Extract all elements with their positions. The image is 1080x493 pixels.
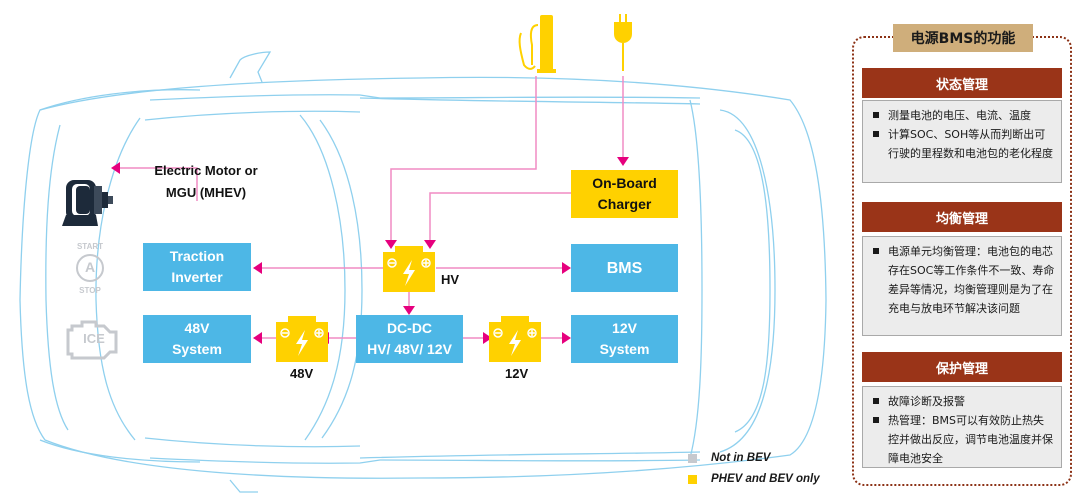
- start-label: START: [76, 242, 104, 251]
- electric-motor-label: Electric Motor or MGU (MHEV): [136, 160, 276, 204]
- section-body-protection: 故障诊断及报警 热管理：BMS可以有效防止热失控并做出反应，调节电池温度并保障电…: [862, 386, 1062, 468]
- node-line: Charger: [597, 196, 652, 212]
- bms-node[interactable]: BMS: [571, 244, 678, 292]
- onboard-charger-node[interactable]: On-Board Charger: [571, 170, 678, 218]
- section-body-balance: 电源单元均衡管理：电池包的电芯存在SOC等工作条件不一致、寿命差异等情况，均衡管…: [862, 236, 1062, 336]
- battery-12v-label: 12V: [505, 366, 529, 381]
- node-line: System: [172, 341, 222, 357]
- electric-motor-icon: [62, 180, 113, 226]
- traction-inverter-node[interactable]: Traction Inverter: [143, 243, 251, 291]
- panel-title: 电源BMS的功能: [893, 24, 1033, 52]
- engine-icon: [66, 320, 118, 360]
- section-heading-balance: 均衡管理: [862, 202, 1062, 232]
- node-line: Inverter: [171, 269, 223, 285]
- car-diagram: [19, 14, 827, 493]
- arrow-to-hv-right: [424, 240, 436, 249]
- list-item: 热管理：BMS可以有效防止热失控并做出反应，调节电池温度并保障电池安全: [871, 411, 1055, 468]
- section-heading-status: 状态管理: [862, 68, 1062, 98]
- start-stop-letter: A: [84, 259, 96, 275]
- list-item: 计算SOC、SOH等从而判断出可行驶的里程数和电池包的老化程度: [871, 125, 1055, 163]
- node-line: System: [599, 341, 650, 357]
- battery-hv-label: HV: [441, 272, 460, 287]
- power-plug-icon: [614, 14, 632, 71]
- battery-48v-icon: [276, 316, 328, 362]
- battery-hv-icon: [383, 246, 435, 292]
- arrow-to-motor: [111, 162, 120, 174]
- motor-label-line1: Electric Motor or: [154, 163, 258, 178]
- ice-label: ICE: [83, 331, 105, 346]
- arrow-to-bms: [562, 262, 571, 274]
- node-line: BMS: [606, 259, 643, 277]
- start-stop-circle: [76, 254, 104, 282]
- node-line: HV/ 48V/ 12V: [367, 341, 452, 357]
- arrow-to-48v-system: [253, 332, 262, 344]
- legend-item-phev-bev: PHEV and BEV only: [688, 473, 820, 485]
- legend-label: PHEV and BEV only: [711, 473, 820, 485]
- connector-lines: [120, 76, 624, 339]
- list-item: 电源单元均衡管理：电池包的电芯存在SOC等工作条件不一致、寿命差异等情况，均衡管…: [871, 242, 1055, 318]
- node-line: 48V: [184, 320, 210, 336]
- legend-swatch-gray: [688, 453, 697, 463]
- arrow-to-hv-left: [385, 240, 397, 249]
- legend-swatch-yellow: [688, 474, 697, 484]
- stop-label: STOP: [79, 286, 101, 295]
- legend-label: Not in BEV: [711, 452, 771, 464]
- arrow-to-dcdc: [403, 306, 415, 315]
- arrow-to-inverter: [253, 262, 262, 274]
- battery-48v-label: 48V: [290, 366, 314, 381]
- section-body-status: 测量电池的电压、电流、温度 计算SOC、SOH等从而判断出可行驶的里程数和电池包…: [862, 100, 1062, 183]
- arrow-to-12v-battery: [483, 332, 492, 344]
- node-line: Traction: [169, 248, 225, 264]
- arrow-to-charger: [617, 157, 629, 166]
- node-line: 12V: [612, 320, 637, 336]
- node-line: DC-DC: [386, 320, 433, 336]
- arrow-to-12v-system: [562, 332, 571, 344]
- list-item: 测量电池的电压、电流、温度: [871, 106, 1055, 125]
- car-outline: [19, 51, 827, 493]
- section-heading-protection: 保护管理: [862, 352, 1062, 382]
- system-12v-node[interactable]: 12V System: [571, 315, 678, 363]
- dcdc-node[interactable]: DC-DC HV/ 48V/ 12V: [356, 315, 463, 363]
- legend-item-not-in-bev: Not in BEV: [688, 452, 770, 464]
- battery-12v-icon: [489, 316, 541, 362]
- system-48v-node[interactable]: 48V System: [143, 315, 251, 363]
- motor-label-line2: MGU (MHEV): [165, 185, 247, 200]
- list-item: 故障诊断及报警: [871, 392, 1055, 411]
- charging-station-icon: [518, 15, 556, 73]
- node-line: On-Board: [592, 175, 657, 191]
